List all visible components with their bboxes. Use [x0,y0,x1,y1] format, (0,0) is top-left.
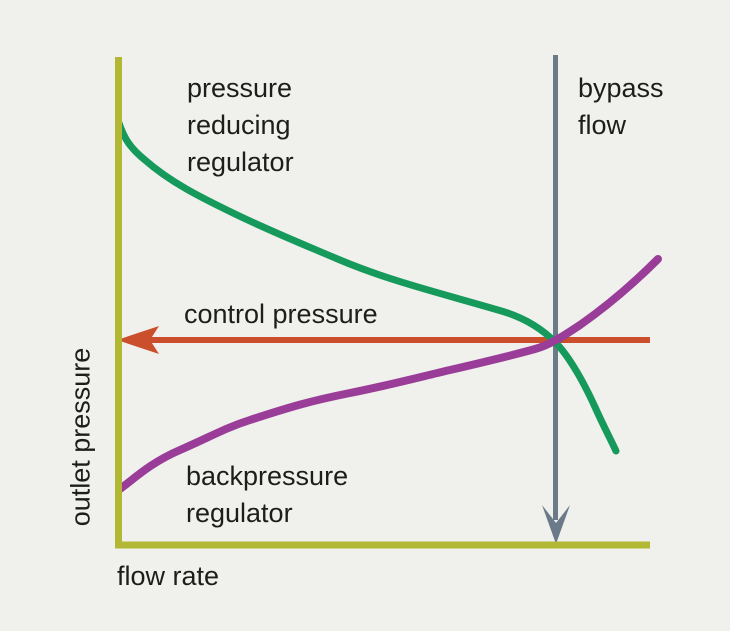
x-axis-title: flow rate [117,561,220,591]
label-line: flow [578,110,627,140]
y-axis-title: outlet pressure [65,347,96,527]
control-pressure-arrowhead-icon [117,326,159,354]
label-line: regulator [186,498,293,528]
label-line: backpressure [186,461,349,491]
label-line: bypass [578,73,664,103]
backpressure-regulator-label: backpressure regulator [186,458,348,532]
pressure-reducing-curve [115,119,620,455]
label-line: pressure [187,73,293,103]
label-line: reducing [187,110,291,140]
backpressure-curve [116,255,662,493]
control-pressure-label: control pressure [184,299,378,329]
bypass-flow-arrowhead-icon [542,505,570,544]
label-line: regulator [187,147,294,177]
bypass-flow-label: bypass flow [578,70,664,144]
pressure-reducing-regulator-label: pressure reducing regulator [187,70,294,181]
